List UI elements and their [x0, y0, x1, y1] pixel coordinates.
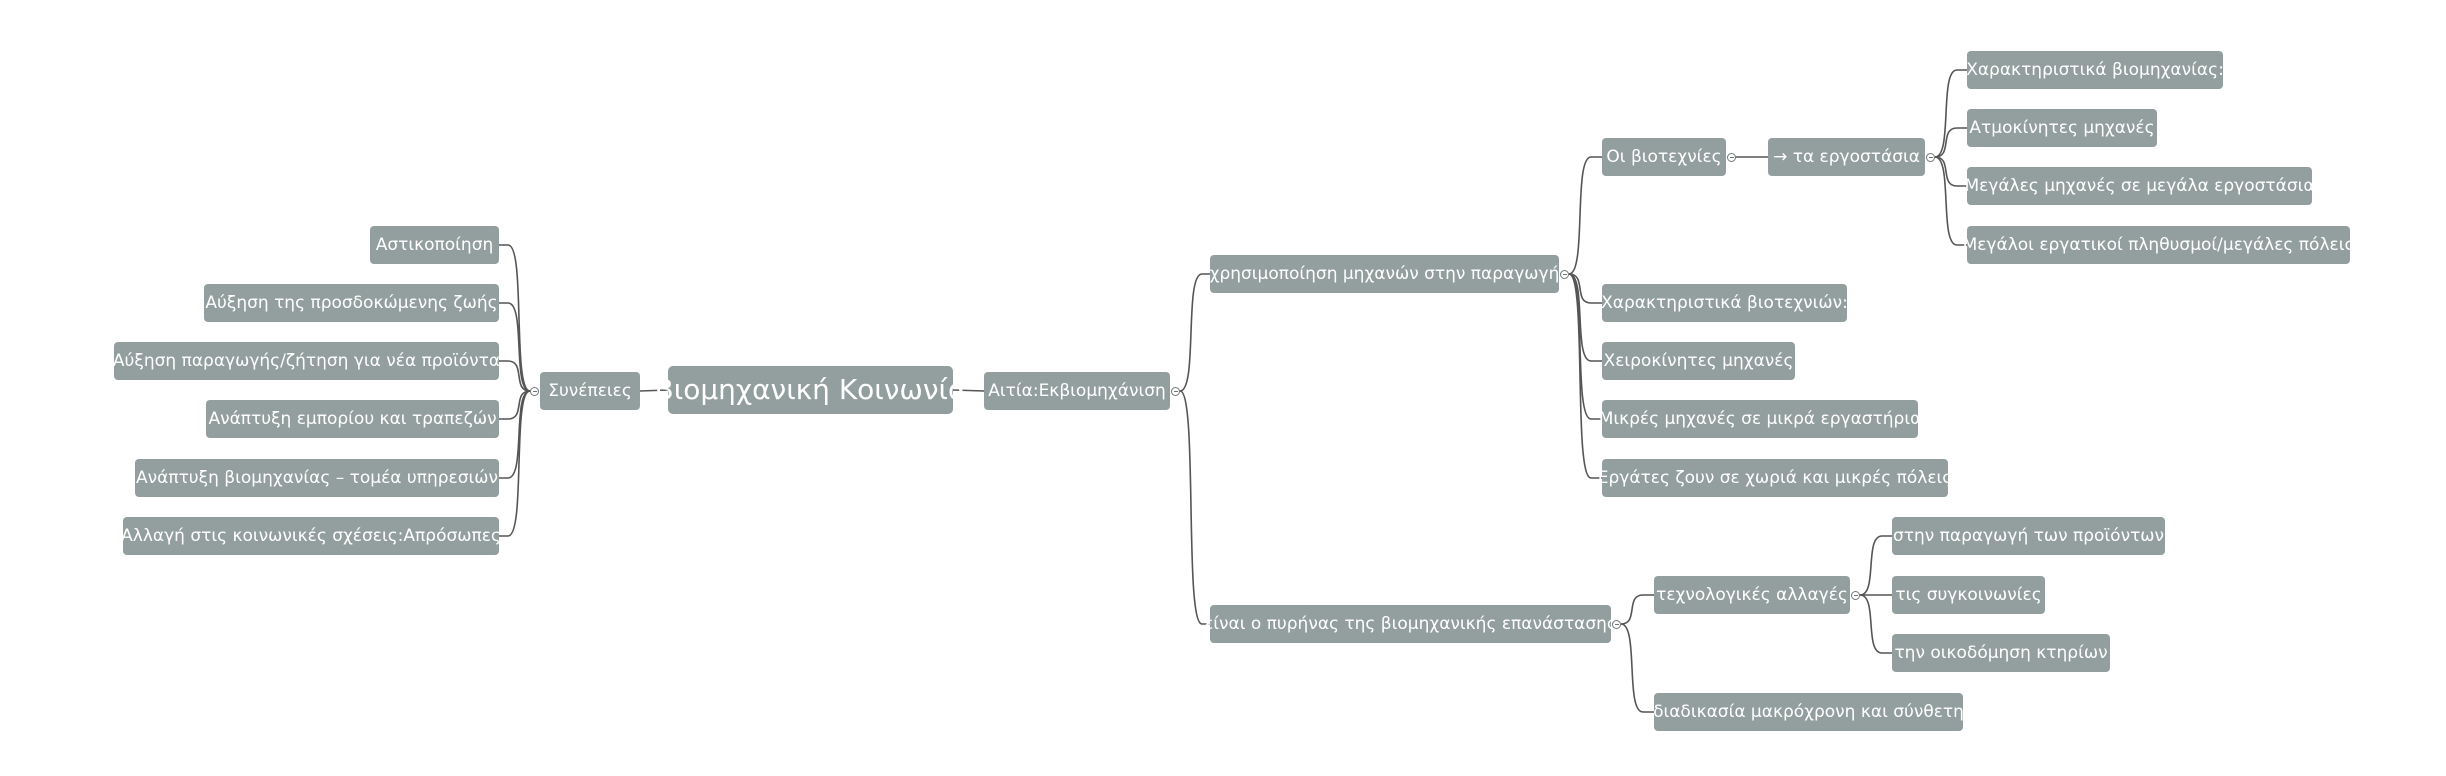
collapse-toggle-factories-icon[interactable]	[1926, 152, 1935, 162]
collapse-toggle-consequences-icon[interactable]	[530, 386, 539, 396]
topic-factories[interactable]: → τα εργοστάσια	[1768, 138, 1925, 176]
subtopic-hand-machines[interactable]: Χειροκίνητες μηχανές	[1602, 342, 1795, 380]
topic-consequences[interactable]: Συνέπειες	[540, 372, 640, 410]
topic-cause[interactable]: Αιτία:Εκβιομηχάνιση	[984, 372, 1170, 410]
subtopic-urbanization[interactable]: Αστικοποίηση	[370, 226, 499, 264]
topic-machine-use[interactable]: χρησιμοποίηση μηχανών στην παραγωγή	[1210, 255, 1559, 293]
subtopic-small-machines[interactable]: Μικρές μηχανές σε μικρά εργαστήρια	[1599, 400, 1921, 438]
collapse-toggle-tech-icon[interactable]	[1851, 590, 1860, 600]
subtopic-transport[interactable]: τις συγκοινωνίες	[1892, 576, 2045, 614]
subtopic-villages[interactable]: Εργάτες ζουν σε χωριά και μικρές πόλεις	[1598, 459, 1952, 497]
subtopic-steam-machines[interactable]: Ατμοκίνητες μηχανές	[1967, 109, 2157, 147]
collapse-toggle-core-icon[interactable]	[1612, 619, 1621, 629]
subtopic-large-machines[interactable]: Μεγάλες μηχανές σε μεγάλα εργοστάσια	[1964, 167, 2315, 205]
topic-technological-changes[interactable]: τεχνολογικές αλλαγές	[1654, 576, 1850, 614]
subtopic-industry-services[interactable]: Ανάπτυξη βιομηχανίας – τομέα υπηρεσιών	[135, 459, 499, 497]
topic-workshops[interactable]: Οι βιοτεχνίες	[1602, 138, 1726, 176]
collapse-toggle-machine-use-icon[interactable]	[1560, 269, 1569, 279]
subtopic-life-expectancy[interactable]: Αύξηση της προσδοκώμενης ζωής	[204, 284, 499, 322]
subtopic-building[interactable]: την οικοδόμηση κτηρίων	[1892, 634, 2110, 672]
subtopic-trade-banks[interactable]: Ανάπτυξη εμπορίου και τραπεζών	[206, 400, 499, 438]
subtopic-social-relations[interactable]: Αλλαγή στις κοινωνικές σχέσεις:Απρόσωπες	[121, 517, 501, 555]
central-topic[interactable]: Βιομηχανική Κοινωνία	[655, 366, 966, 414]
subtopic-product-production[interactable]: στην παραγωγή των προϊόντων	[1892, 517, 2165, 555]
topic-core-of-revolution[interactable]: είναι ο πυρήνας της βιομηχανικής επανάστ…	[1204, 605, 1617, 643]
subtopic-workshop-characteristics[interactable]: Χαρακτηριστικά βιοτεχνιών:	[1601, 284, 1848, 322]
collapse-toggle-cause-icon[interactable]	[1171, 386, 1180, 396]
subtopic-long-process[interactable]: διαδικασία μακρόχρονη και σύνθετη	[1653, 693, 1964, 731]
subtopic-industry-characteristics[interactable]: Χαρακτηριστικά βιομηχανίας:	[1966, 51, 2224, 89]
collapse-toggle-workshops-icon[interactable]	[1727, 152, 1736, 162]
subtopic-large-populations[interactable]: Μεγάλοι εργατικοί πληθυσμοί/μεγάλες πόλε…	[1963, 226, 2354, 264]
subtopic-production-demand[interactable]: Αύξηση παραγωγής/ζήτηση για νέα προϊόντα	[113, 342, 500, 380]
